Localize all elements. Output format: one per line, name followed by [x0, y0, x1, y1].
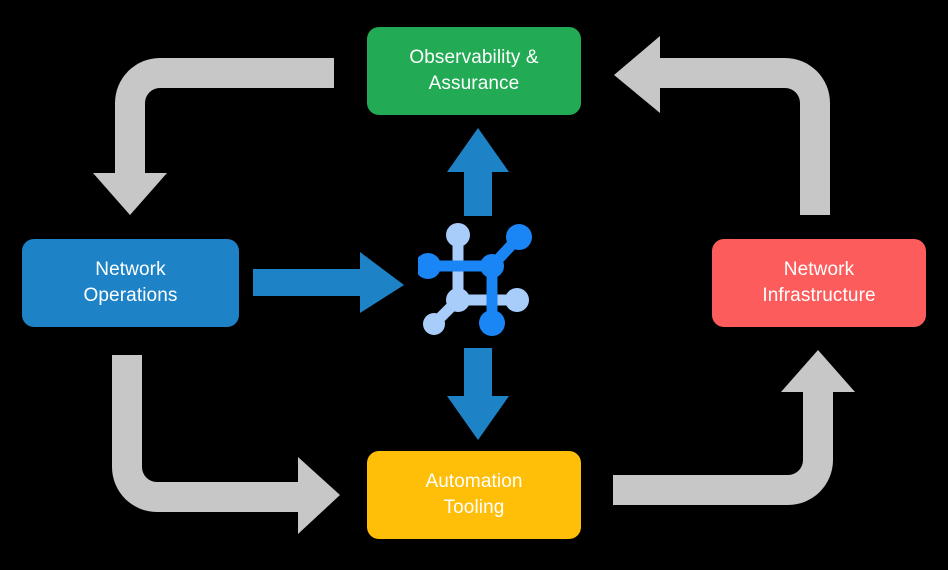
- node-observability-label: Observability & Assurance: [409, 47, 539, 94]
- node-network-infrastructure-label: Network Infrastructure: [762, 259, 876, 306]
- node-observability-assurance[interactable]: Observability & Assurance: [367, 27, 581, 115]
- network-topology-icon: [415, 218, 538, 338]
- node-automation-tooling[interactable]: Automation Tooling: [367, 451, 581, 539]
- network-icon-secondary-nodes: [423, 223, 529, 335]
- arrow-netinfra-to-observability: [614, 36, 830, 215]
- node-network-operations-label: Network Operations: [83, 259, 178, 306]
- node-network-operations[interactable]: Network Operations: [22, 239, 239, 327]
- node-network-infrastructure[interactable]: Network Infrastructure: [712, 239, 926, 327]
- arrow-center-to-observability: [447, 128, 509, 216]
- network-icon-primary-nodes: [415, 224, 532, 336]
- arrow-center-to-automation: [447, 348, 509, 440]
- arrow-observability-to-netops: [93, 58, 334, 215]
- node-automation-tooling-label: Automation Tooling: [425, 471, 523, 518]
- arrow-netops-to-automation: [112, 355, 340, 534]
- arrow-automation-to-netinfra: [613, 350, 855, 505]
- arrow-netops-to-center: [253, 252, 404, 313]
